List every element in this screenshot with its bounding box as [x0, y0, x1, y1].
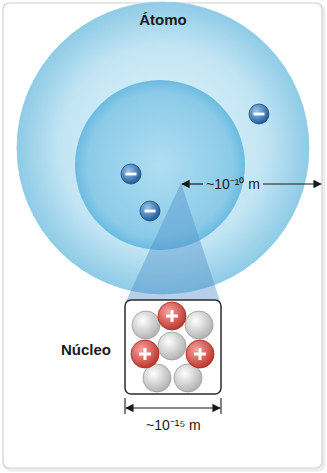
- proton: [158, 302, 186, 330]
- neutron: [158, 332, 186, 360]
- nucleus-frame: [125, 300, 221, 394]
- particle-body: [158, 302, 186, 330]
- neutron: [132, 311, 160, 339]
- minus-sign: [126, 173, 137, 176]
- particle-body: [132, 311, 160, 339]
- atom-title: Átomo: [139, 11, 187, 28]
- particle-body: [131, 340, 159, 368]
- electron: [249, 104, 269, 124]
- electrons: [121, 104, 269, 221]
- particle-body: [158, 332, 186, 360]
- proton: [131, 340, 159, 368]
- particle-body: [186, 340, 214, 368]
- extension-line: [220, 398, 221, 414]
- nucleus-outline: [125, 300, 221, 394]
- minus-sign: [145, 210, 156, 213]
- electron-body: [121, 164, 141, 184]
- atom-outline: [17, 2, 309, 294]
- electron-body: [249, 104, 269, 124]
- dimension-arrow: [126, 407, 220, 408]
- atom-inner-shell: [75, 80, 245, 250]
- plus-sign: [166, 310, 178, 322]
- electron: [140, 201, 160, 221]
- extension-line: [124, 398, 125, 414]
- nucleus-size: ~10⁻¹⁵ m: [146, 415, 201, 434]
- nucleus-box: Núcleo: [125, 300, 221, 394]
- atom-circle: Átomo: [17, 2, 309, 294]
- frame-border: [3, 3, 322, 468]
- electron: [121, 164, 141, 184]
- electron-body: [140, 201, 160, 221]
- proton: [186, 340, 214, 368]
- dimension-arrow: [182, 183, 203, 184]
- nucleus-title: Núcleo: [61, 341, 111, 358]
- neutron: [185, 311, 213, 339]
- minus-sign: [254, 113, 265, 116]
- plus-sign: [194, 348, 206, 360]
- particle-body: [185, 311, 213, 339]
- plus-sign: [139, 348, 151, 360]
- atom-size: ~10⁻¹⁰ m: [206, 174, 260, 193]
- zoom-cone: [126, 183, 220, 301]
- dimension-arrow: [263, 183, 321, 184]
